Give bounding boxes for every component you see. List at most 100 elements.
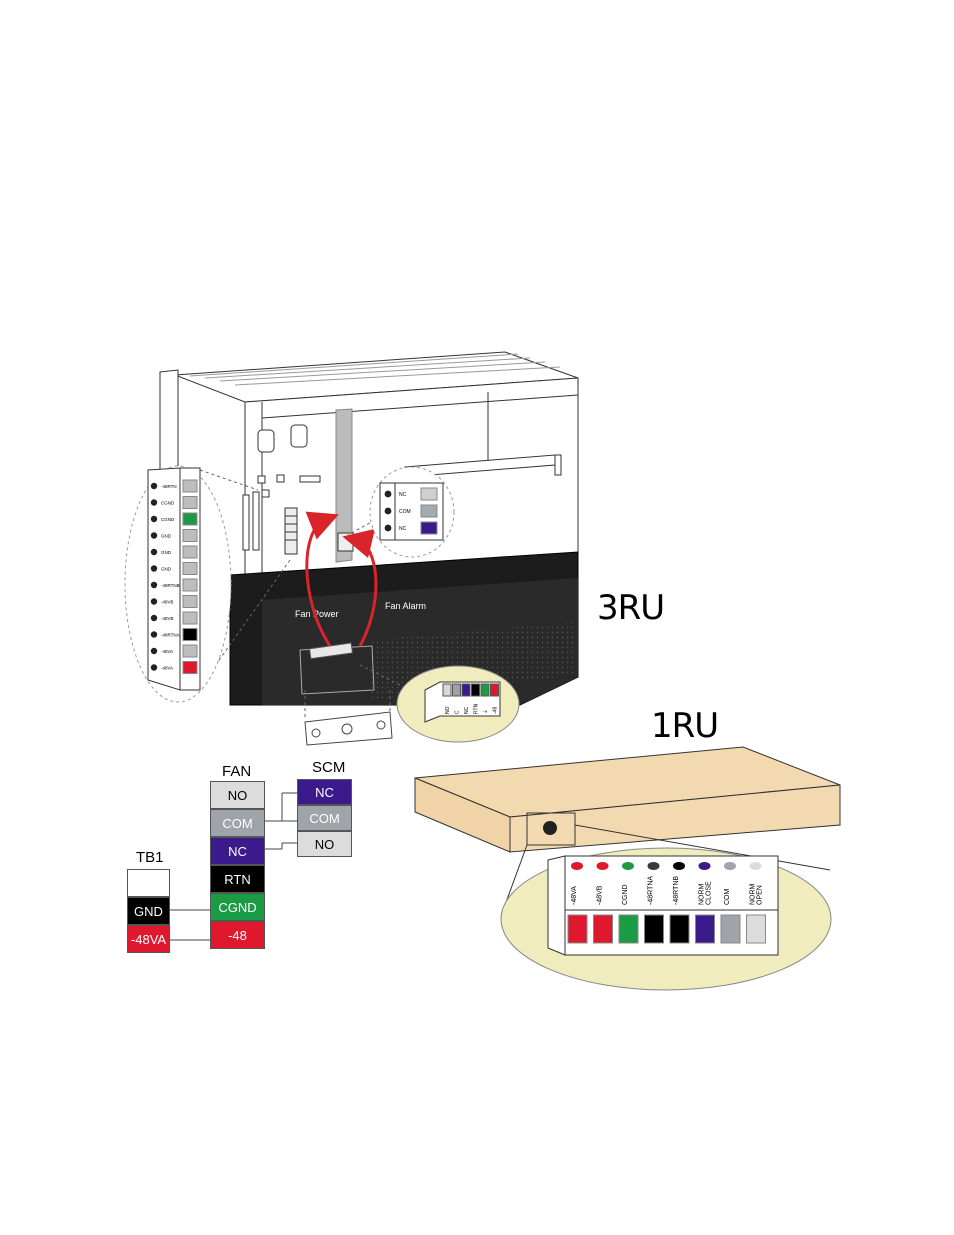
fan-row: NC [210,837,265,865]
terminal-screw-icon [384,524,392,532]
power-terminal-swatch [182,661,198,674]
ru1-terminal-swatch [567,914,588,944]
label-3ru: 3RU [597,588,665,628]
connector-terminal-label: C [455,710,461,714]
fan-row: COM [210,809,265,837]
fan-power-arrow [305,511,339,647]
alarm-terminal-swatch [420,521,438,535]
terminal-screw-icon [150,614,158,622]
ru1-terminal-screw-icon [647,862,660,870]
ru1-terminal-screw-icon [571,862,583,870]
scm-row: COM [297,805,352,831]
connector-terminal-swatch [490,683,499,697]
power-terminal-label: -48VB [161,600,174,605]
terminal-screw-icon [150,598,158,605]
connector-terminal-label: ⏚ [482,709,489,714]
connector-terminal-label: NO [445,706,451,714]
scm-row: NC [297,779,352,805]
power-terminal-swatch [182,512,198,526]
power-terminal-swatch [182,578,198,592]
scm-table-header: SCM [312,759,346,776]
ru1-terminal-label: -48RTNB [673,876,680,905]
terminal-screw-icon [150,499,158,506]
mounting-bracket [304,711,393,746]
alarm-terminal-label: NC [399,526,407,532]
fan-power-label: Fan Power [295,609,339,619]
power-terminal-swatch [182,611,198,625]
tb1-row: GND [127,897,170,925]
ru1-terminal-label: NORM [699,883,706,905]
ru1-terminal-screw-icon [596,862,609,870]
power-terminal-label: GND [161,567,172,572]
connector-terminal-label: RTN [474,703,480,714]
terminal-screw-icon [384,490,392,498]
connector-terminal-swatch [471,683,480,697]
connector-terminal-label: NC [464,706,470,714]
alarm-terminal-swatch [420,487,438,501]
terminal-screw-icon [150,647,158,655]
terminal-screw-icon [384,507,392,515]
connector-terminal-swatch [452,683,461,697]
label-1ru: 1RU [651,706,719,746]
power-terminal-swatch [182,496,198,509]
power-terminal-label: GND [161,534,172,539]
power-terminal-label: -48VB [161,616,174,621]
ru1-terminal-swatch [720,914,741,944]
alarm-terminal-label: NC [399,492,407,498]
power-terminal-label: -48RTNA [161,633,180,638]
ru1-terminal-screw-icon [724,862,736,870]
ru1-terminal-swatch [669,914,690,944]
ru1-terminal-label: NORM [750,883,757,905]
ru1-terminal-label: COM [724,889,731,906]
connector-terminal-swatch [461,683,471,697]
fan-tray-3ru [229,551,579,706]
connector-terminal-swatch [480,683,490,697]
terminal-screw-icon [150,515,158,523]
ru1-terminal-label: CGND [622,884,629,905]
ru1-terminal-screw-icon [698,862,711,870]
terminal-screw-icon [150,581,158,589]
scm-row: NO [297,831,352,857]
fan-row: RTN [210,865,265,893]
terminal-screw-icon [150,548,158,556]
power-terminal-swatch [182,479,198,493]
tb1-table-header: TB1 [136,849,164,866]
power-terminal-swatch [182,595,198,608]
terminal-screw-icon [150,532,158,539]
ru1-terminal-label: -48VA [571,886,578,905]
terminal-screw-icon [150,631,158,638]
fan-alarm-arrow [342,528,378,647]
fan-table-header: FAN [222,763,252,780]
fan-alarm-label: Fan Alarm [385,601,426,611]
power-terminal-label: -48VA [161,666,173,671]
connector-terminal-label: -48 [493,707,499,714]
fan-row: -48 [210,921,265,949]
tb1-row: -48VA [127,925,170,953]
ru1-terminal-label: -48VB [597,885,604,905]
alarm-terminal-swatch [420,504,438,518]
ru1-terminal-screw-icon [749,862,762,870]
power-terminal-label: CGND [161,501,175,506]
power-terminal-label: CGND [161,517,175,522]
power-terminal-swatch [182,529,198,542]
power-terminal-swatch [182,644,198,658]
ru1-terminal-swatch [695,914,715,944]
ru1-terminal-label: CLOSE [706,881,713,905]
power-terminal-label: GND [161,550,172,555]
ru1-terminal-swatch [746,914,766,944]
power-terminal-swatch [182,562,198,575]
ru1-terminal-screw-icon [622,862,634,870]
fan-row: NO [210,781,265,809]
ru1-terminal-swatch [593,914,613,944]
power-terminal-swatch [182,628,198,641]
power-terminal-label: -48VA [161,649,173,654]
ru1-terminal-swatch [644,914,664,944]
terminal-screw-icon [150,565,158,572]
power-terminal-swatch [182,545,198,559]
alarm-terminal-label: COM [399,509,411,515]
fan-row: CGND [210,893,265,921]
ru1-terminal-screw-icon [673,862,685,870]
chassis-1ru [414,746,841,853]
ru1-terminal-label: OPEN [757,885,764,905]
